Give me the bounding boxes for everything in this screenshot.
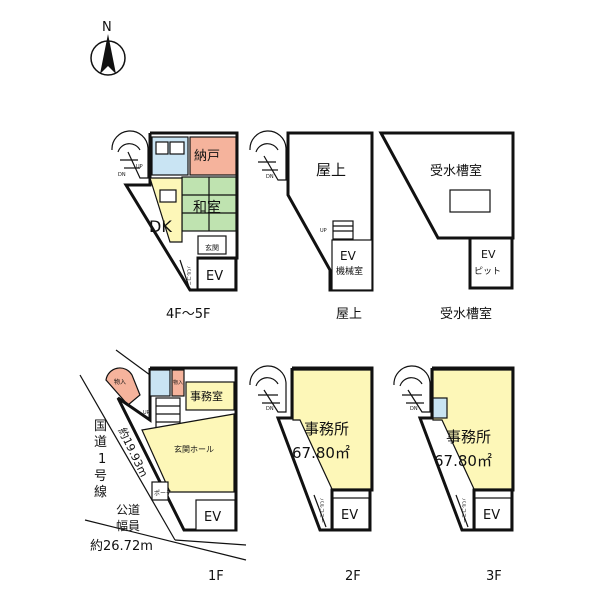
svg-text:EV: EV — [206, 269, 223, 284]
porch-1f — [151, 481, 169, 501]
office-room-1f — [185, 381, 235, 411]
floor-plan-roof: DN 屋上 UP EV 機械室 屋上 — [249, 130, 374, 322]
svg-text:線: 線 — [94, 484, 107, 500]
svg-text:DN: DN — [266, 406, 274, 412]
svg-text:ピット: ピット — [474, 266, 501, 277]
svg-text:国: 国 — [94, 419, 107, 434]
svg-text:UP: UP — [136, 164, 143, 170]
caption-2f: 2F — [345, 569, 361, 584]
svg-text:67.80㎡: 67.80㎡ — [292, 444, 350, 462]
svg-text:道: 道 — [94, 435, 107, 450]
entrance-hall-1f — [141, 413, 235, 493]
svg-text:ポーチ: ポーチ — [154, 489, 172, 497]
svg-text:EV: EV — [483, 508, 500, 523]
svg-text:和室: 和室 — [193, 199, 221, 216]
floor-plan-3f: DN 事務所 67.80㎡ EV バルコニー 3F — [393, 365, 515, 584]
svg-text:受水槽室: 受水槽室 — [430, 163, 482, 179]
office-2f — [292, 369, 372, 490]
caption-roof: 屋上 — [336, 307, 362, 322]
svg-text:EV: EV — [341, 508, 358, 523]
svg-text:DN: DN — [410, 406, 418, 412]
svg-text:玄関ホール: 玄関ホール — [174, 444, 214, 454]
svg-text:EV: EV — [481, 248, 496, 261]
stair-2f — [249, 365, 287, 413]
caption-4f-5f: 4F～5F — [166, 307, 211, 322]
svg-text:物入: 物入 — [114, 378, 126, 386]
storage-1f — [171, 369, 185, 397]
ev-pit — [468, 236, 514, 290]
svg-text:号: 号 — [94, 469, 107, 484]
storage-outdoor-1f — [105, 367, 141, 406]
svg-text:バルコニー: バルコニー — [460, 498, 466, 523]
svg-text:機械室: 機械室 — [336, 265, 363, 277]
caption-tank-room: 受水槽室 — [440, 306, 492, 322]
north-compass: N — [90, 20, 126, 76]
svg-text:約26.72m: 約26.72m — [90, 539, 153, 554]
svg-text:公道: 公道 — [116, 503, 140, 517]
svg-text:DN: DN — [266, 174, 274, 180]
svg-text:事務所: 事務所 — [446, 428, 491, 446]
north-arrow-icon — [100, 34, 116, 74]
ev-3f — [474, 497, 512, 530]
svg-text:バルコニー: バルコニー — [318, 498, 324, 523]
storage-room-4f5f — [189, 136, 237, 176]
svg-text:UP: UP — [320, 228, 327, 234]
entrance-4f5f — [197, 235, 227, 255]
svg-text:物入: 物入 — [173, 379, 183, 386]
svg-text:屋上: 屋上 — [316, 161, 346, 179]
svg-text:玄関: 玄関 — [205, 243, 219, 252]
svg-text:事務室: 事務室 — [190, 389, 223, 403]
stair-4f5f — [111, 130, 149, 179]
svg-text:1: 1 — [98, 452, 106, 467]
ev-2f — [332, 497, 370, 530]
svg-text:UP: UP — [143, 410, 150, 416]
stair-3f — [393, 365, 431, 413]
caption-3f: 3F — [486, 569, 502, 584]
svg-text:DN: DN — [118, 172, 126, 178]
north-label: N — [102, 20, 112, 35]
ev-4f5f — [197, 258, 236, 290]
svg-text:EV: EV — [204, 510, 221, 525]
svg-text:EV: EV — [340, 249, 357, 263]
floor-plan-2f: DN 事務所 67.80㎡ EV バルコニー 2F — [249, 365, 374, 584]
svg-text:バルコニー: バルコニー — [185, 266, 191, 291]
floor-plan-tank-room: 受水槽室 EV ピット 受水槽室 — [378, 131, 515, 322]
svg-text:納戸: 納戸 — [194, 149, 220, 164]
ev-machine-room — [331, 239, 373, 291]
svg-text:事務所: 事務所 — [304, 420, 349, 438]
svg-text:67.80㎡: 67.80㎡ — [434, 452, 492, 470]
floor-plan-1f: 物入 物入 事務室 UP 玄関ホール ポーチ EV 国 道 1 号 線 約19.… — [79, 349, 247, 584]
svg-text:幅員: 幅員 — [116, 518, 140, 533]
water-tank — [449, 189, 491, 213]
svg-text:DK: DK — [149, 217, 172, 236]
caption-1f: 1F — [208, 569, 224, 584]
floor-plan-4f-5f: UP DN 納戸 和室 DK 玄関 EV バルコニー 4F～5F — [111, 130, 239, 322]
ev-1f — [195, 499, 236, 531]
office-3f — [432, 369, 513, 490]
stair-roof — [249, 130, 287, 181]
